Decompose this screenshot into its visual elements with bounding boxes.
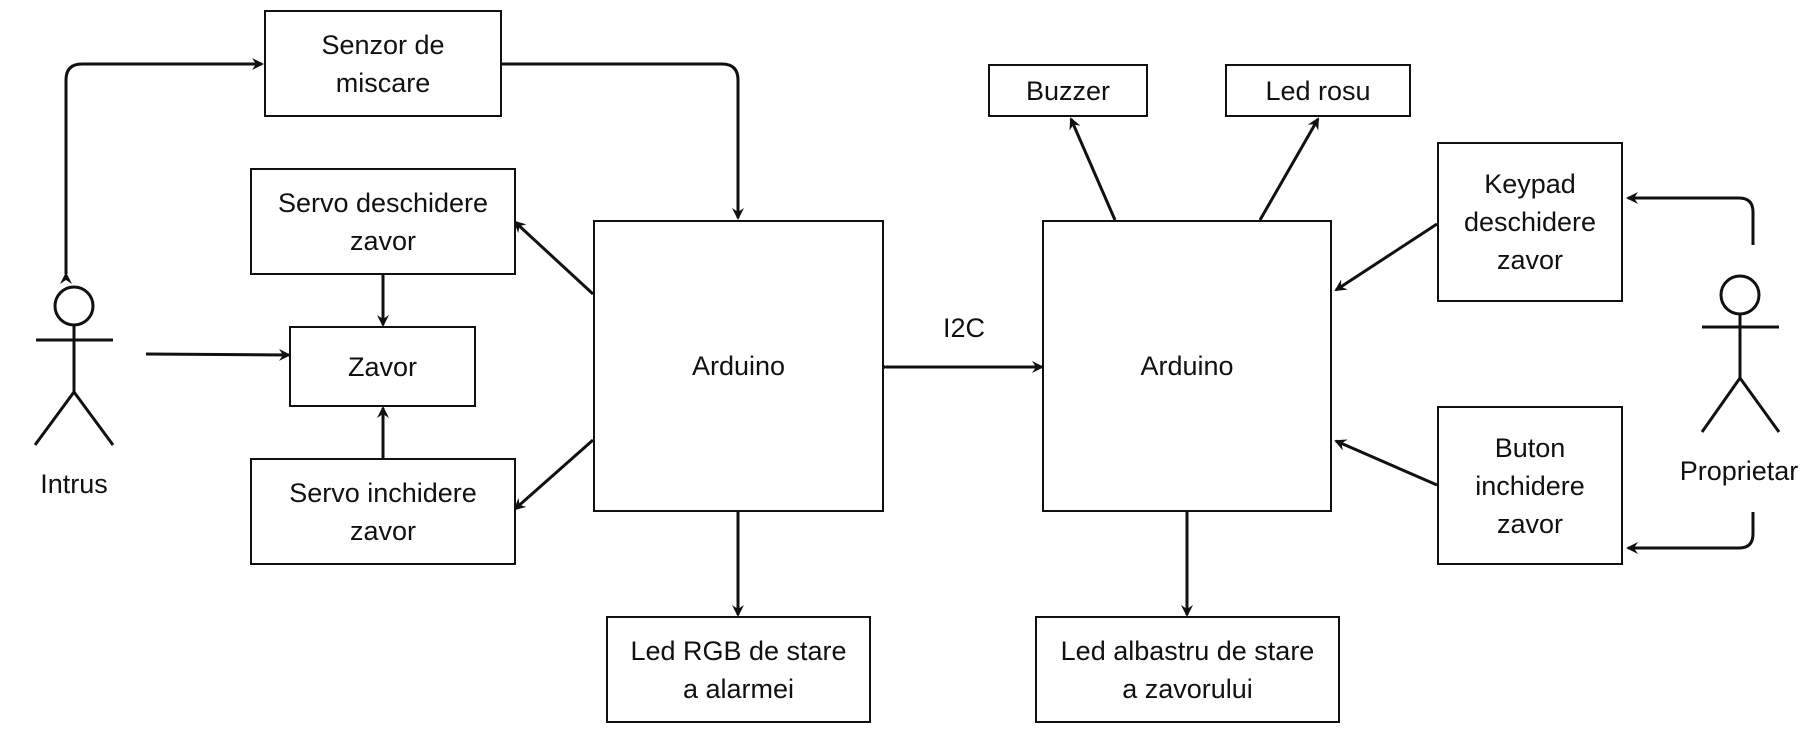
led-albastru-label: Led albastru de stare a zavorului [1060, 635, 1315, 704]
edge-arduino-servo-deschidere [513, 220, 595, 296]
zavor-label: Zavor [347, 351, 418, 382]
intrus-label: Intrus [40, 469, 108, 499]
zavor-box: Zavor [289, 326, 476, 407]
edge-arduino-servo-inchidere [513, 438, 594, 511]
edge-arduino-led-rosu [1258, 117, 1320, 221]
arduino-right-label: Arduino [1140, 351, 1234, 381]
edge-intrus-senzor [60, 58, 264, 284]
arduino-left-label: Arduino [691, 351, 786, 381]
proprietar-actor-icon [1700, 274, 1781, 433]
edge-proprietar-buton [1626, 512, 1755, 554]
arduino-left-box: Arduino [593, 220, 884, 512]
buzzer-box: Buzzer [988, 64, 1148, 117]
buton-label: Buton inchidere zavor [1475, 432, 1585, 539]
servo-deschidere-label: Servo deschidere zavor [277, 187, 489, 256]
i2c-label: I2C [942, 313, 986, 343]
senzor-miscare-label: Senzor de miscare [321, 29, 445, 98]
keypad-label: Keypad deschidere zavor [1463, 169, 1597, 275]
edge-arduino-buzzer [1069, 117, 1117, 221]
keypad-box: Keypad deschidere zavor [1437, 142, 1623, 302]
buzzer-label: Buzzer [1025, 75, 1111, 106]
led-rosu-box: Led rosu [1225, 64, 1411, 117]
edge-senzor-arduino [502, 62, 744, 220]
led-albastru-box: Led albastru de stare a zavorului [1035, 616, 1340, 723]
led-rgb-box: Led RGB de stare a alarmei [606, 616, 871, 723]
edge-intrus-zavor [145, 348, 291, 361]
edge-keypad-arduino [1334, 222, 1438, 292]
servo-inchidere-label: Servo inchidere zavor [289, 477, 477, 546]
led-rgb-label: Led RGB de stare a alarmei [630, 635, 847, 704]
edge-proprietar-keypad [1626, 192, 1755, 245]
arduino-right-box: Arduino [1042, 220, 1332, 512]
edge-buton-arduino [1334, 439, 1438, 487]
senzor-miscare-box: Senzor de miscare [264, 10, 502, 117]
led-rosu-label: Led rosu [1265, 75, 1371, 106]
proprietar-label: Proprietar [1679, 456, 1799, 486]
intrus-actor-icon [33, 285, 115, 446]
buton-box: Buton inchidere zavor [1437, 406, 1623, 565]
servo-deschidere-box: Servo deschidere zavor [250, 168, 516, 275]
servo-inchidere-box: Servo inchidere zavor [250, 458, 516, 565]
